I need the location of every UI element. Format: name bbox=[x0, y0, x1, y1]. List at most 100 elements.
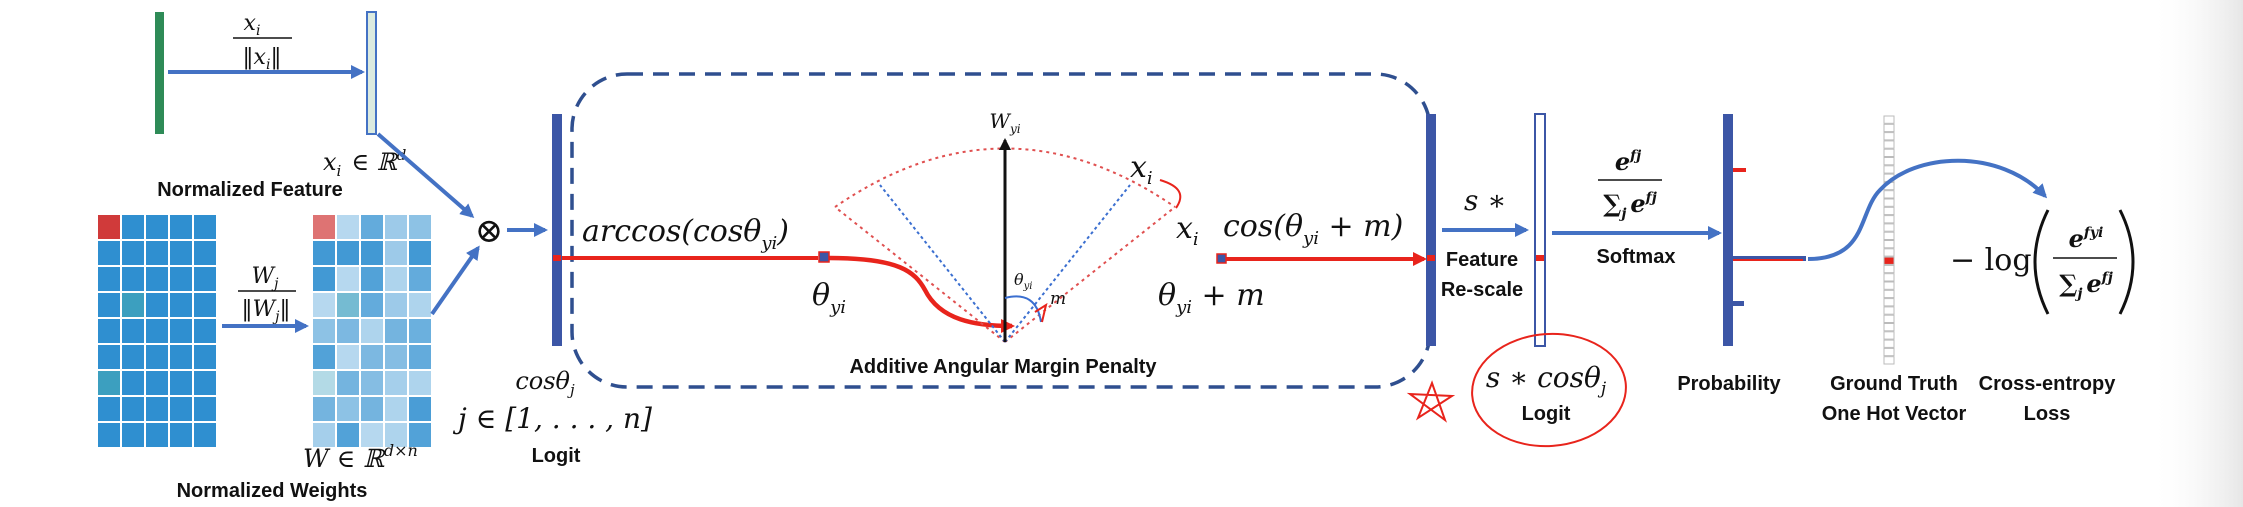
matrix-cell bbox=[313, 241, 335, 265]
matrix-cell bbox=[385, 397, 407, 421]
matrix-cell bbox=[170, 293, 192, 317]
matrix-cell bbox=[337, 371, 359, 395]
matrix-cell bbox=[170, 423, 192, 447]
matrix-cell bbox=[146, 371, 168, 395]
matrix-cell bbox=[313, 371, 335, 395]
matrix-cell bbox=[194, 371, 216, 395]
probability-tick bbox=[1733, 168, 1746, 172]
one-hot-cell bbox=[1883, 281, 1895, 290]
one-hot-cell bbox=[1883, 165, 1895, 174]
xi-right-label: xi bbox=[1176, 211, 1199, 250]
matrix-cell bbox=[170, 215, 192, 239]
one-hot-cell bbox=[1883, 123, 1895, 133]
normalized-feature-bar bbox=[366, 11, 377, 135]
frac-w-numerator: Wj bbox=[252, 264, 280, 292]
matrix-cell bbox=[146, 241, 168, 265]
one-hot-cell bbox=[1883, 132, 1895, 141]
matrix-cell bbox=[194, 397, 216, 421]
matrix-cell bbox=[313, 215, 335, 239]
matrix-cell bbox=[194, 215, 216, 239]
matrix-cell bbox=[170, 345, 192, 369]
one-hot-cell bbox=[1883, 314, 1895, 324]
scaled-logit-bar bbox=[1534, 113, 1546, 347]
matrix-cell bbox=[146, 319, 168, 343]
matrix-cell bbox=[122, 345, 144, 369]
rescale-caption: Re-scale bbox=[1441, 279, 1523, 301]
theta-point-marker bbox=[818, 251, 830, 263]
weights-to-product-arrow bbox=[430, 245, 480, 316]
matrix-cell bbox=[170, 241, 192, 265]
matrix-cell bbox=[146, 293, 168, 317]
matrix-cell bbox=[122, 267, 144, 291]
matrix-cell bbox=[361, 319, 383, 343]
matrix-cell bbox=[337, 397, 359, 421]
background-fade bbox=[2150, 0, 2243, 507]
matrix-cell bbox=[313, 423, 335, 447]
matrix-cell bbox=[146, 397, 168, 421]
matrix-cell bbox=[122, 423, 144, 447]
matrix-cell bbox=[98, 241, 120, 265]
matrix-cell bbox=[385, 215, 407, 239]
one-hot-cell bbox=[1883, 248, 1895, 257]
matrix-cell bbox=[361, 293, 383, 317]
matrix-cell bbox=[409, 293, 431, 317]
matrix-cell bbox=[313, 345, 335, 369]
normalized-weight-matrix-grid bbox=[313, 215, 431, 447]
w-in-rdn-label: W ∈ ℝd×n bbox=[303, 441, 418, 473]
rescaled-input-bar bbox=[1426, 114, 1436, 346]
matrix-cell bbox=[170, 319, 192, 343]
arccos-label: arccos(cosθyi) bbox=[582, 214, 789, 254]
one-hot-cell bbox=[1883, 273, 1895, 282]
matrix-cell bbox=[194, 267, 216, 291]
probability-to-loss-arrow bbox=[1807, 158, 2048, 261]
margin-angle-mark bbox=[1034, 302, 1048, 323]
j-range-label: j ∈ [1, . . . , n] bbox=[452, 402, 652, 435]
matrix-cell bbox=[170, 267, 192, 291]
matrix-cell bbox=[313, 293, 335, 317]
matrix-cell bbox=[194, 423, 216, 447]
one-hot-cell bbox=[1883, 215, 1895, 224]
right-paren bbox=[2118, 209, 2135, 315]
matrix-cell bbox=[313, 319, 335, 343]
matrix-cell bbox=[170, 397, 192, 421]
probability-target-highlight bbox=[1733, 259, 1803, 261]
matrix-cell bbox=[361, 423, 383, 447]
theta-to-margin-curve bbox=[828, 255, 1015, 333]
sector-left-edge bbox=[834, 206, 1006, 343]
one-hot-cell bbox=[1883, 339, 1895, 348]
one-hot-vector-caption: One Hot Vector bbox=[1822, 403, 1967, 425]
normalized-weights-caption: Normalized Weights bbox=[177, 480, 368, 502]
one-hot-cell bbox=[1883, 356, 1895, 365]
one-hot-cell bbox=[1883, 198, 1895, 207]
matrix-cell bbox=[409, 423, 431, 447]
theta-small-label: θyi bbox=[1014, 270, 1033, 292]
matrix-cell bbox=[337, 319, 359, 343]
matrix-cell bbox=[98, 319, 120, 343]
matrix-cell bbox=[194, 293, 216, 317]
matrix-cell bbox=[98, 423, 120, 447]
feature-caption: Feature bbox=[1446, 249, 1518, 271]
matrix-cell bbox=[385, 345, 407, 369]
logit-bar bbox=[552, 114, 562, 346]
w-yi-label: Wyi bbox=[989, 109, 1020, 136]
matrix-cell bbox=[337, 241, 359, 265]
left-paren bbox=[2033, 209, 2050, 315]
xi-in-rd-label: xi∈ ℝd bbox=[323, 146, 406, 180]
matrix-cell bbox=[122, 241, 144, 265]
ground-truth-caption: Ground Truth bbox=[1830, 373, 1958, 395]
rescaled-input-target-cell bbox=[1427, 255, 1435, 261]
sector-right-inner-line bbox=[1004, 184, 1131, 343]
one-hot-cell bbox=[1883, 157, 1895, 166]
matrix-cell bbox=[194, 345, 216, 369]
sector-left-inner-line bbox=[879, 184, 1006, 343]
handwritten-star-icon bbox=[1406, 380, 1456, 423]
matrix-cell bbox=[313, 267, 335, 291]
logit-target-cell bbox=[553, 255, 561, 261]
matrix-cell bbox=[361, 267, 383, 291]
matrix-cell bbox=[122, 293, 144, 317]
margin-penalty-caption: Additive Angular Margin Penalty bbox=[849, 356, 1157, 378]
matrix-cell bbox=[122, 397, 144, 421]
matrix-cell bbox=[337, 215, 359, 239]
